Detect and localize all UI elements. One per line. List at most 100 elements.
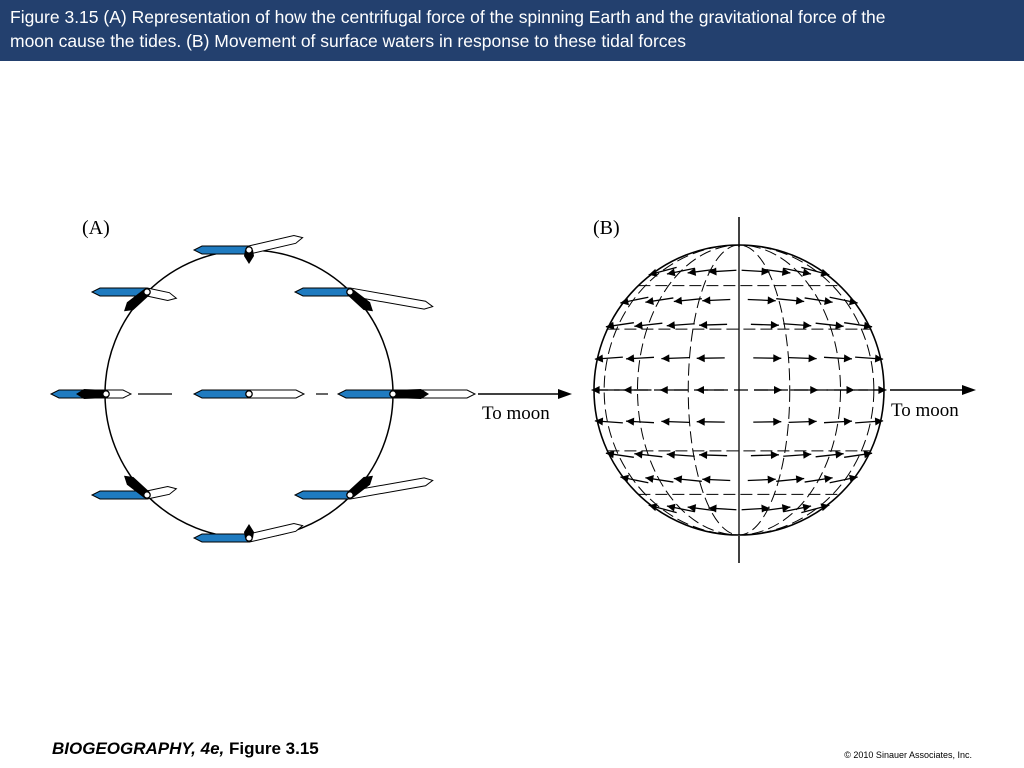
force-vector-group [192,523,304,543]
gravity-arrow [247,523,304,543]
flow-arrowhead [625,354,635,363]
force-vector-group [90,475,178,500]
flow-arrowhead [659,386,668,394]
flow-arrowhead [835,321,844,330]
flow-arrowhead [666,503,676,512]
flow-arrowhead [591,386,600,394]
centrifugal-arrow [192,389,250,399]
flow-arrowhead [605,321,615,330]
force-vector-group [192,235,304,264]
flow-arrowhead [843,354,853,363]
caption-line-2: moon cause the tides. (B) Movement of su… [10,31,687,51]
flow-arrowhead [843,417,853,426]
flow-arrowhead [767,296,776,305]
flow-arrowhead [645,297,654,305]
flow-arrowhead [808,354,817,363]
origin-dot [143,491,151,499]
flow-arrowhead [594,354,604,363]
force-vectors [49,235,477,543]
force-vector-group [336,389,477,399]
flow-arrowhead [696,417,705,426]
flow-arrowhead [795,296,805,305]
panel-a-label: (A) [82,217,110,239]
flow-arrowhead [661,417,670,426]
origin-dot [143,288,151,296]
centrifugal-arrow [293,490,351,500]
origin-dot [102,390,110,398]
flow-arrowhead [634,321,643,330]
to-moon-label-a: To moon [482,403,550,424]
flow-arrowhead [696,386,704,394]
resultant-arrow [347,288,373,312]
flow-arrowhead [620,297,629,306]
flow-arrowhead [666,450,675,459]
flow-arrowhead [648,268,658,277]
flow-arrowhead [666,321,675,330]
flow-arrowhead [781,267,791,276]
flow-arrowhead [620,474,629,483]
flow-arrowhead [802,503,812,512]
flow-arrowhead [774,386,782,394]
force-vector-group [90,287,178,312]
flow-arrowhead [773,417,782,426]
to-moon-label-b: To moon [891,400,959,421]
copyright: © 2010 Sinauer Associates, Inc. [844,750,972,760]
flow-arrowhead [661,354,670,363]
resultant-arrow [244,250,254,264]
flow-arrowhead [673,296,683,305]
flow-arrowhead [699,451,708,460]
resultant-arrow [347,475,373,499]
flow-arrowhead [673,475,683,484]
book-credit: BIOGEOGRAPHY, 4e, Figure 3.15 [52,739,319,759]
book-title: BIOGEOGRAPHY, 4e, [52,739,225,758]
centrifugal-arrow [192,533,250,543]
flow-arrowhead [810,386,819,394]
flow-arrowhead [849,474,858,483]
panel-b: (B) To moon [591,217,976,563]
origin-dot [245,246,253,254]
centrifugal-arrow [293,287,351,297]
flow-arrowhead [702,296,711,305]
force-vector-group [49,389,133,399]
flow-arrowhead [781,504,791,513]
gravity-arrow [247,235,304,255]
flow-arrowhead [770,320,779,329]
flow-arrowhead [803,450,812,459]
to-moon-arrowhead-b [962,385,976,395]
resultant-arrow [124,288,150,312]
flow-arrowhead [767,475,776,484]
force-vector-group [293,287,434,312]
header-banner: Figure 3.15 (A) Representation of how th… [0,0,1024,61]
flow-arrowhead [820,503,830,512]
gravity-arrow [248,389,306,399]
flow-arrowhead [696,354,705,363]
force-vector-group [293,475,434,500]
flow-arrowhead [623,386,632,394]
flow-arrowhead [770,451,779,460]
origin-dot [245,534,253,542]
flow-arrowhead [625,417,635,426]
gravity-arrow [145,485,178,500]
flow-arrowhead [687,504,697,513]
resultant-arrow [124,475,150,499]
flow-arrowhead [803,321,812,330]
flow-arrowhead [687,267,697,276]
flow-arrowhead [666,268,676,277]
flow-arrowhead [874,417,884,426]
flow-arrowhead [849,297,858,306]
centrifugal-arrow [336,389,394,399]
flow-arrowhead [835,450,844,459]
centrifugal-arrow [192,245,250,255]
flow-arrowhead [878,386,887,394]
flow-arrowhead [863,450,873,459]
flow-arrowhead [648,503,658,512]
flow-arrowhead [802,268,812,277]
resultant-arrow [393,389,429,399]
flow-arrowhead [824,297,833,305]
flow-arrowhead [824,475,833,483]
flow-arrowhead [699,320,708,329]
flow-arrowhead [874,354,884,363]
figure-ref: Figure 3.15 [224,739,319,758]
flow-arrowhead [645,475,654,483]
